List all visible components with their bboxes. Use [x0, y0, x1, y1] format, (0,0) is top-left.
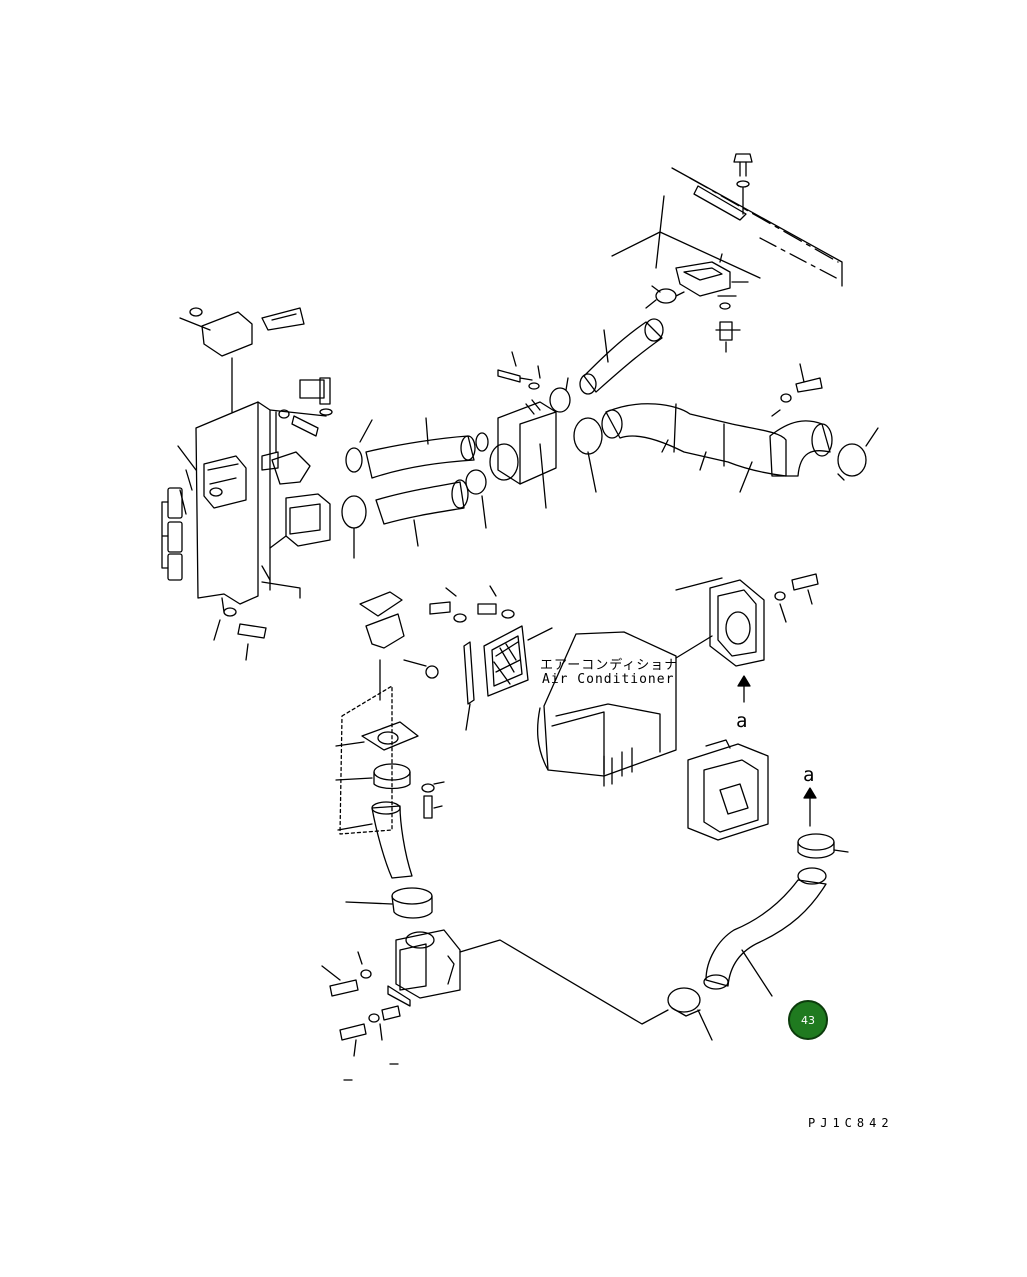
lower-right-clamp-icon [797, 833, 849, 859]
roof-duct-bracket-icon [675, 253, 749, 353]
air-conditioner-japanese-label: エアーコンディショナ [540, 658, 679, 673]
vent-grille-icon [161, 487, 183, 581]
rear-duct-flange-icon [675, 577, 765, 667]
left-lower-hose-icon [375, 479, 469, 547]
elbow-duct-icon [769, 420, 833, 477]
duct-adapter-icon [687, 739, 769, 841]
elbow-bolt-icon [771, 363, 823, 417]
reference-a-lower-label: a [803, 764, 815, 786]
roof-bolt-icon [733, 153, 753, 215]
mount-plate-icon [335, 721, 419, 751]
bottom-hose-clamp-icon [667, 987, 713, 1041]
upper-hose-clamp-icon [645, 285, 685, 309]
air-conditioner-unit-icon [536, 631, 677, 787]
arrow-a-upper-icon [737, 675, 751, 703]
left-bolt-icon [269, 377, 333, 437]
lower-left-bolt-icon [213, 565, 301, 661]
arrow-a-lower-icon [803, 787, 817, 827]
right-hose-clamp-icon [573, 417, 603, 493]
left-connector-icon [203, 455, 247, 509]
mid-hose-clamp-icon [549, 377, 571, 413]
top-left-vent-icon [179, 307, 305, 413]
junction-bolt-icon [497, 351, 541, 390]
part-callout-button[interactable]: 43 [788, 1000, 828, 1040]
left-duct-box-icon [269, 493, 331, 549]
filter-bolt-icon [429, 585, 515, 623]
bottom-bolt-icon [321, 951, 401, 1081]
lower-right-hose-icon [703, 867, 827, 997]
filter-bracket-icon [463, 641, 475, 731]
left-panel-icon [177, 401, 271, 605]
drawing-code-label: PJ1C842 [808, 1116, 894, 1130]
vertical-bolt-icon [421, 781, 445, 819]
upper-flex-hose-icon [579, 318, 664, 395]
cab-roof-outline [611, 167, 843, 287]
rear-bolt-icon [774, 573, 819, 623]
upper-vent-icon [359, 591, 439, 679]
small-ring-icon [465, 432, 489, 529]
right-flex-duct-icon [601, 403, 787, 493]
reference-a-upper-label: a [736, 710, 748, 732]
bottom-clamp-icon [345, 887, 433, 919]
vertical-hose-icon [337, 801, 413, 879]
left-damper-icon [261, 379, 325, 485]
vertical-clamp-icon [335, 763, 411, 790]
lower-left-clamp-icon [341, 495, 367, 559]
air-conditioner-label: Air Conditioner [542, 672, 675, 687]
junction-box-icon [489, 399, 557, 509]
bottom-duct-box-icon [387, 929, 669, 1025]
cab-wall-icon [339, 659, 393, 835]
left-upper-hose-icon [365, 417, 476, 479]
filter-element-icon [483, 625, 553, 697]
left-hose-clamp-icon [345, 419, 373, 473]
elbow-clamp-icon [837, 427, 879, 481]
